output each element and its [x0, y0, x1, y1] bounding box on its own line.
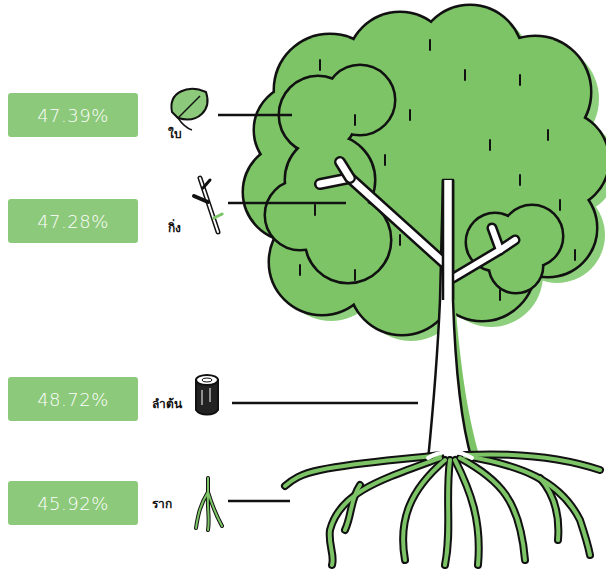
- roots: [455, 460, 479, 565]
- roots: [330, 458, 440, 565]
- trunk: [340, 162, 350, 178]
- percent-value: 47.39%: [37, 105, 109, 126]
- percent-box: 47.39%: [8, 93, 138, 137]
- leader-lines: [228, 202, 346, 205]
- percent-value: 47.28%: [37, 211, 109, 232]
- percent-box: 48.72%: [8, 377, 138, 421]
- roots: [330, 458, 440, 565]
- part-name: กิ่ง: [168, 218, 181, 237]
- root-icon: [196, 478, 222, 530]
- roots: [540, 478, 558, 540]
- branch-icon: [200, 178, 218, 232]
- roots: [285, 455, 440, 486]
- roots: [285, 454, 600, 565]
- leaf-icon: [178, 96, 200, 118]
- part-name: ใบ: [168, 124, 182, 143]
- canopy-ticks: [384, 155, 386, 165]
- canopy-ticks: [429, 40, 431, 50]
- part-name: ลำต้น: [152, 394, 182, 413]
- branch-icon: [200, 178, 218, 232]
- percent-value: 45.92%: [37, 493, 109, 514]
- canopy: [244, 6, 606, 341]
- percent-box: 45.92%: [8, 481, 138, 525]
- roots: [465, 456, 590, 555]
- roots: [445, 460, 450, 565]
- trunk: [320, 178, 443, 262]
- canopy: [244, 6, 606, 334]
- branch-icon: [194, 178, 222, 232]
- roots: [460, 458, 525, 560]
- canopy-ticks: [300, 40, 575, 300]
- roots: [345, 485, 360, 530]
- roots: [455, 460, 479, 565]
- trunk: [320, 162, 515, 460]
- leader-lines: [218, 114, 292, 117]
- roots: [465, 454, 600, 470]
- part-name: ราก: [152, 494, 172, 513]
- trunk: [428, 180, 472, 460]
- canopy-ticks: [574, 250, 576, 260]
- leaf-icon: [171, 89, 207, 130]
- roots: [460, 458, 525, 560]
- canopy: [266, 66, 394, 282]
- log-icon: [196, 375, 218, 415]
- canopy-ticks: [519, 75, 521, 85]
- trunk: [453, 240, 515, 278]
- log-icon: [202, 378, 212, 382]
- percent-box: 47.28%: [8, 199, 138, 243]
- trunk: [492, 228, 500, 250]
- log-icon: [196, 375, 218, 385]
- trunk: [442, 180, 445, 300]
- trunk: [443, 180, 453, 300]
- canopy: [244, 6, 606, 334]
- roots: [465, 454, 600, 470]
- branch-icon: [194, 196, 208, 202]
- canopy: [266, 66, 394, 282]
- canopy-ticks: [519, 175, 521, 185]
- trunk: [320, 178, 443, 262]
- roots: [445, 460, 450, 565]
- canopy-ticks: [354, 115, 356, 125]
- log-icon: [202, 388, 210, 405]
- canopy-ticks: [489, 140, 491, 150]
- canopy-ticks: [319, 60, 321, 70]
- canopy-ticks: [499, 290, 501, 300]
- root-icon: [196, 478, 222, 530]
- trunk: [452, 180, 455, 300]
- trunk: [340, 162, 350, 178]
- roots: [285, 452, 600, 565]
- percent-value: 48.72%: [37, 389, 109, 410]
- roots: [285, 454, 600, 565]
- roots: [403, 460, 445, 560]
- leader-lines: [228, 500, 290, 503]
- branch-icon: [203, 180, 210, 188]
- canopy-ticks: [464, 70, 466, 80]
- canopy-ticks: [399, 235, 401, 245]
- leaf-icon: [171, 89, 207, 119]
- leader-lines: [218, 115, 418, 501]
- canopy-ticks: [314, 205, 316, 215]
- roots: [403, 460, 445, 560]
- canopy-ticks: [547, 130, 549, 140]
- branch-icon: [214, 214, 222, 218]
- canopy-ticks: [354, 270, 356, 280]
- roots: [428, 452, 472, 458]
- canopy: [467, 206, 562, 292]
- canopy-ticks: [559, 200, 561, 210]
- leader-lines: [232, 402, 418, 405]
- trunk: [492, 228, 500, 250]
- root-icon: [196, 478, 222, 530]
- roots: [345, 485, 360, 530]
- trunk: [453, 240, 515, 278]
- canopy-ticks: [409, 110, 411, 120]
- canopy: [467, 206, 562, 292]
- canopy-ticks: [299, 265, 301, 275]
